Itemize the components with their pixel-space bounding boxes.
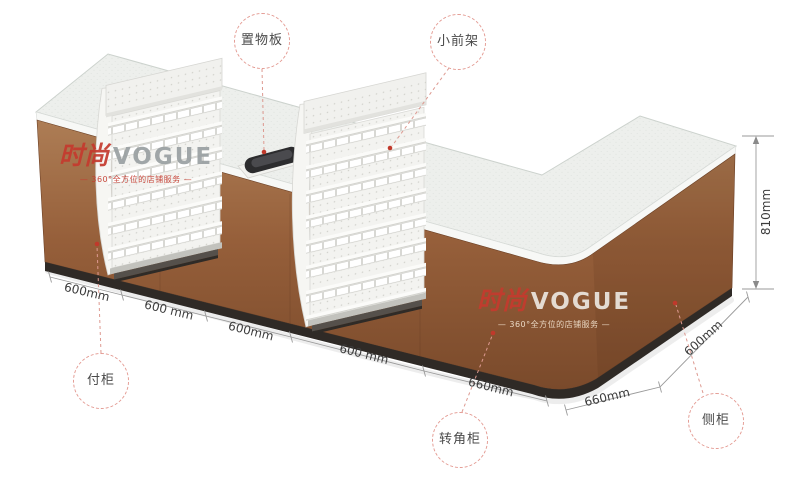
dim-height: 810mm [759, 189, 773, 235]
rack-foot-shadow [312, 305, 422, 335]
leader-dot [94, 241, 100, 247]
leader-corner-counter [461, 335, 493, 413]
callout-label: 付柜 [86, 372, 115, 388]
callout-label: 小前架 [436, 33, 479, 49]
rack-base [308, 292, 426, 327]
leader-dot [490, 330, 496, 336]
rack-canopy-perforation [106, 64, 222, 112]
callout-side-counter: 侧柜 [688, 393, 744, 449]
leader-dot [261, 149, 267, 155]
callout-front-rack: 小前架 [430, 14, 486, 70]
callout-shelf-board: 置物板 [234, 13, 290, 69]
rack-canopy-lip [106, 86, 222, 118]
callout-label: 置物板 [240, 32, 283, 48]
callout-pay-counter: 付柜 [73, 353, 129, 409]
leader-dots [94, 145, 678, 336]
rack-foot [312, 299, 422, 332]
side-counter-facet [593, 154, 735, 378]
callout-label: 转角柜 [438, 431, 481, 447]
rack-shelves [306, 112, 426, 321]
callout-label: 侧柜 [701, 412, 730, 428]
leader-shelf-board [261, 68, 265, 151]
rack-canopy-lip [304, 100, 426, 134]
leader-dot [387, 145, 393, 151]
dimension-height [742, 135, 774, 290]
callout-corner-counter: 转角柜 [432, 412, 488, 468]
rack-canopy-perforation [304, 78, 426, 130]
rack-foot [114, 249, 218, 280]
leader-lines [96, 67, 704, 413]
dimension-right-chain [564, 291, 750, 416]
rack-base [110, 242, 222, 275]
leader-front-rack [391, 67, 450, 147]
front-rack-right [291, 72, 427, 335]
rack-shelves [108, 96, 222, 271]
rack-foot-shadow [114, 255, 218, 283]
front-rack-left [95, 57, 223, 283]
floor-shadow [45, 268, 734, 405]
dimension-front-chain [48, 271, 549, 407]
leader-dot [672, 300, 678, 306]
